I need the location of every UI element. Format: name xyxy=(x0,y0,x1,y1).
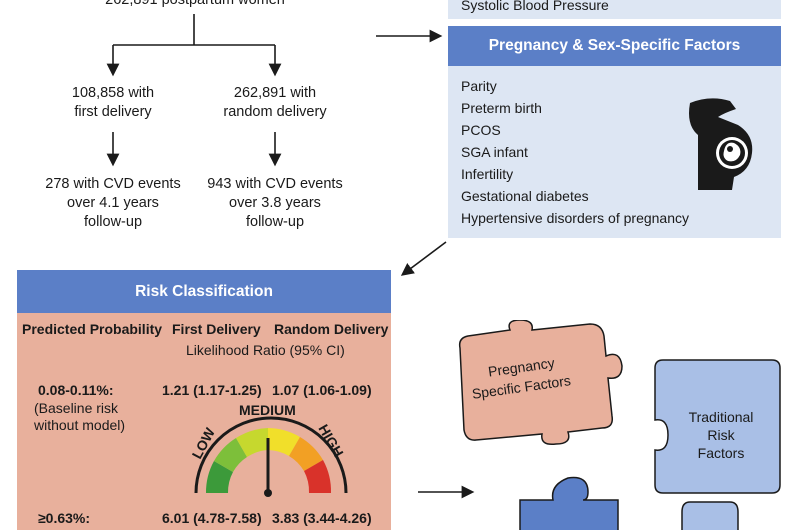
puzzle-label-traditional: Traditional xyxy=(689,409,754,425)
arrow-to-risk xyxy=(400,241,447,276)
random-events-followup-label: follow-up xyxy=(245,214,305,230)
random-delivery-label: random delivery xyxy=(223,104,327,120)
arrow-to-puzzle xyxy=(418,485,475,499)
random-delivery-cohort: 262,891 with random delivery xyxy=(205,84,345,122)
factor-item: Hypertensive disorders of pregnancy xyxy=(461,210,690,226)
random-events-count: 943 with CVD events xyxy=(207,176,343,192)
cohort-total: 262,891 postpartum women xyxy=(105,0,285,8)
row2-first-value: 6.01 (4.78-7.58) xyxy=(162,510,262,526)
first-delivery-label: first delivery xyxy=(74,104,152,120)
factor-item: Preterm birth xyxy=(461,100,542,116)
puzzle-label-traditional-3: Factors xyxy=(698,445,745,461)
row1-range: 0.08-0.11%: xyxy=(38,382,114,398)
puzzle-piece-pregnancy xyxy=(458,320,623,446)
row1-first-value: 1.21 (1.17-1.25) xyxy=(162,382,262,398)
gauge-segment-green xyxy=(205,461,233,493)
factor-item: SGA infant xyxy=(461,144,528,160)
likelihood-ratio-subheader: Likelihood Ratio (95% CI) xyxy=(186,342,345,358)
random-delivery-events: 943 with CVD events over 3.8 years follo… xyxy=(192,175,358,232)
gauge-label-medium: MEDIUM xyxy=(239,402,296,418)
pregnancy-factors-title: Pregnancy & Sex-Specific Factors xyxy=(448,26,781,66)
row2-range: ≥0.63%: xyxy=(38,510,91,526)
traditional-factors-panel xyxy=(448,0,781,19)
first-delivery-cohort: 108,858 with first delivery xyxy=(43,84,183,122)
puzzle-piece-traditional xyxy=(654,359,781,494)
factor-item: Gestational diabetes xyxy=(461,188,589,204)
pregnant-woman-icon xyxy=(689,98,753,190)
first-delivery-count: 108,858 with xyxy=(71,85,155,101)
arrow-to-factors xyxy=(376,29,443,43)
gauge-label-high: HIGH xyxy=(315,422,346,460)
row1-note-2: without model) xyxy=(34,417,126,433)
random-delivery-count: 262,891 with xyxy=(233,85,317,101)
first-events-followup-label: follow-up xyxy=(83,214,143,230)
gauge-segment-lightgreen xyxy=(214,438,247,472)
random-events-followup: over 3.8 years xyxy=(229,195,321,211)
first-events-followup: over 4.1 years xyxy=(67,195,159,211)
puzzle-graphic: Pregnancy Specific Factors Traditional R… xyxy=(458,320,781,530)
factor-item: Infertility xyxy=(461,166,514,182)
gauge-segment-red xyxy=(304,460,332,493)
row1-note: (Baseline risk xyxy=(34,400,119,416)
gauge-segment-yellow xyxy=(268,428,300,456)
factor-systolic-bp: Systolic Blood Pressure xyxy=(461,0,609,13)
factor-item: Parity xyxy=(461,78,497,94)
first-events-count: 278 with CVD events xyxy=(45,176,181,192)
puzzle-piece-bottom-right xyxy=(681,501,739,530)
col-predicted-probability: Predicted Probability xyxy=(22,321,163,337)
puzzle-piece-bottom xyxy=(519,476,619,530)
risk-classification-title: Risk Classification xyxy=(17,270,391,313)
first-delivery-events: 278 with CVD events over 4.1 years follo… xyxy=(30,175,196,232)
puzzle-label-traditional-2: Risk xyxy=(707,427,735,443)
col-first-delivery: First Delivery xyxy=(172,321,261,337)
flow-connectors xyxy=(106,14,282,167)
col-random-delivery: Random Delivery xyxy=(274,321,389,337)
factor-item: PCOS xyxy=(461,122,501,138)
row2-random-value: 3.83 (3.44-4.26) xyxy=(272,510,372,526)
gauge-segment-yellowgreen xyxy=(236,428,268,457)
gauge-segment-orange xyxy=(289,437,323,471)
risk-gauge: LOW MEDIUM HIGH xyxy=(189,402,348,497)
row1-random-value: 1.07 (1.06-1.09) xyxy=(272,382,372,398)
